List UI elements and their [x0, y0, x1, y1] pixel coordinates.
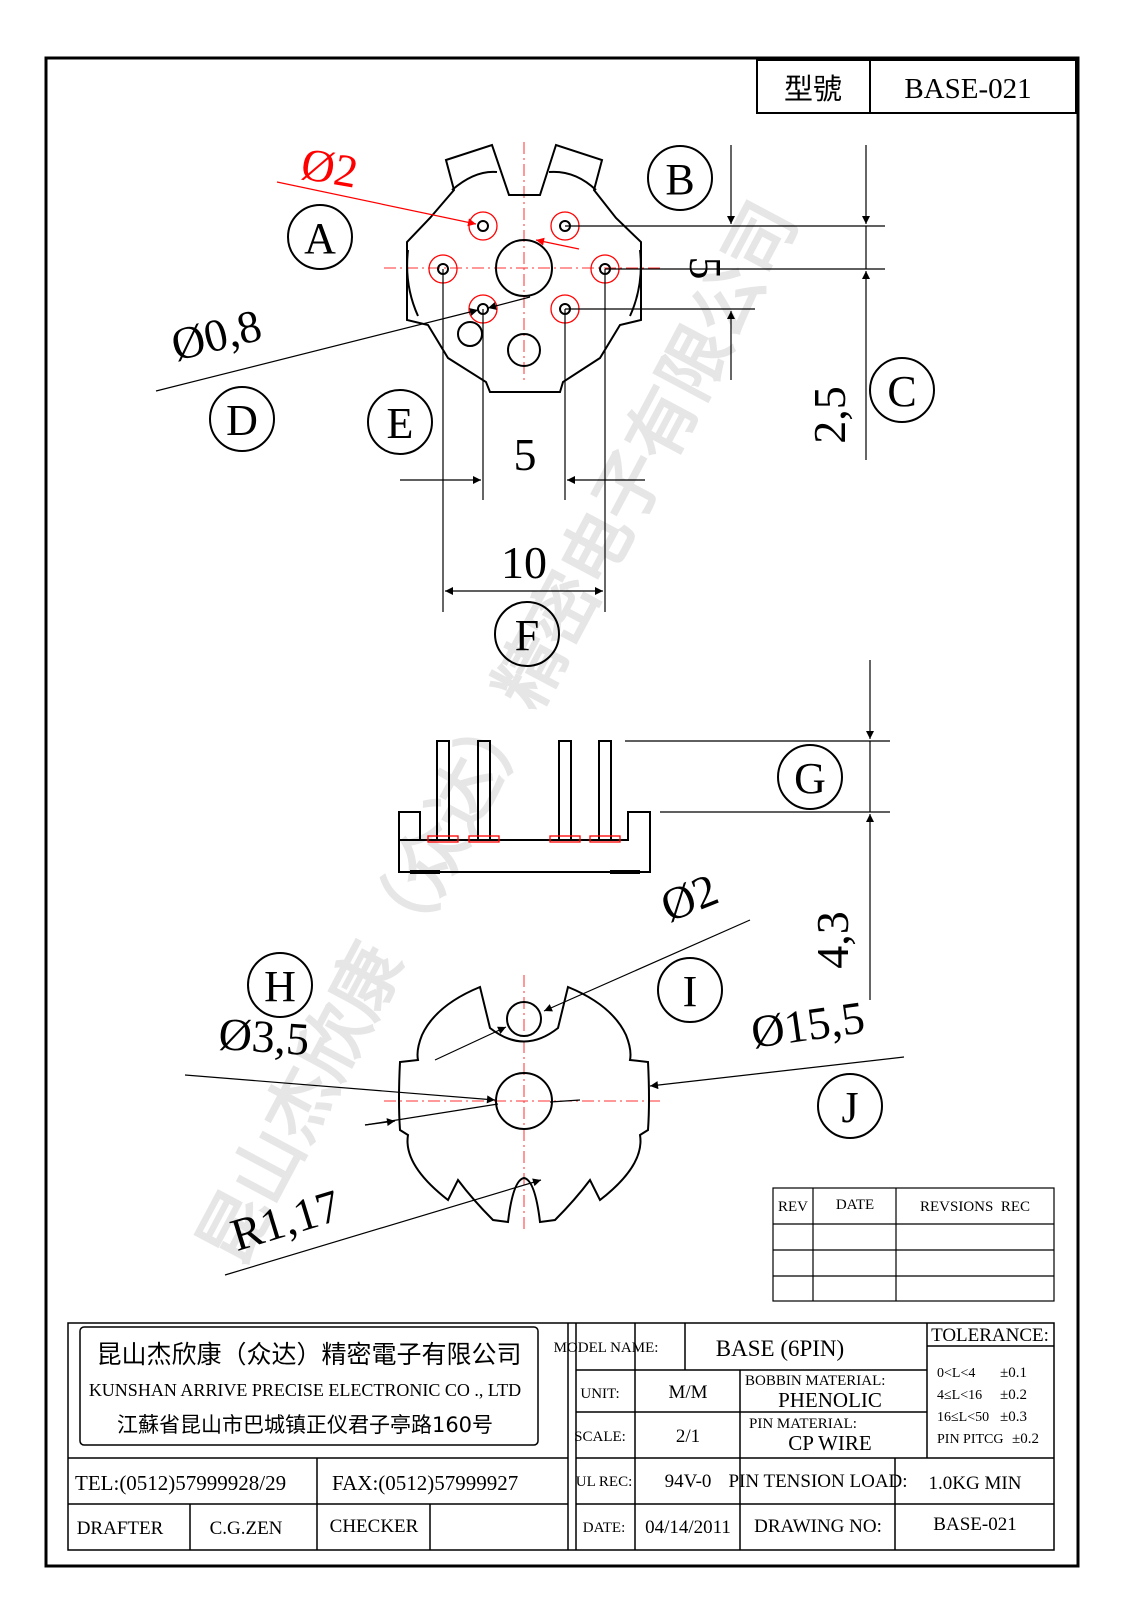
tol-4-value: ±0.2	[1012, 1431, 1039, 1447]
model-name-value: BASE (6PIN)	[716, 1336, 844, 1361]
drawing-no-label: DRAWING NO:	[754, 1516, 882, 1537]
title-block	[67, 1322, 1055, 1551]
dim-top-v25: 2,5	[804, 386, 855, 444]
revision-table	[772, 1187, 1055, 1302]
callout-c: C	[887, 367, 916, 416]
tol-4-range: PIN PITCG	[937, 1432, 1004, 1447]
scale-label: SCALE:	[574, 1429, 626, 1445]
tol-1-range: 0<L<4	[937, 1366, 975, 1381]
dim-top-v5: 5	[680, 257, 731, 280]
tol-3-value: ±0.3	[1000, 1409, 1027, 1425]
tension-label: PIN TENSION LOAD:	[728, 1471, 907, 1492]
header-box: 型號 BASE-021	[756, 59, 1077, 114]
date-value: 04/14/2011	[645, 1517, 731, 1538]
pin-material-value: CP WIRE	[788, 1431, 871, 1455]
header-model-value: BASE-021	[904, 73, 1031, 105]
dim-top-pin: Ø0,8	[166, 299, 266, 370]
drafter-value: C.G.ZEN	[210, 1518, 283, 1539]
dim-top-h10: 10	[501, 537, 547, 588]
tel: TEL:(0512)57999928/29	[75, 1471, 286, 1495]
dim-bottom-pin-hole: Ø2	[654, 863, 725, 931]
callout-g: G	[794, 754, 826, 803]
watermark: 昆山杰欣康（众达）精密电子有限公司	[183, 189, 814, 1278]
checker-label: CHECKER	[330, 1516, 419, 1537]
drawing-no-value: BASE-021	[933, 1514, 1016, 1535]
drafter-label: DRAFTER	[77, 1518, 164, 1539]
company-cn: 昆山杰欣康（众达）精密電子有限公司	[96, 1340, 521, 1369]
tol-2-value: ±0.2	[1000, 1387, 1027, 1403]
callout-g-circle	[777, 744, 843, 810]
callout-f: F	[515, 611, 539, 660]
bobbin-label: BOBBIN MATERIAL:	[745, 1373, 885, 1389]
dim-side-v43: 4,3	[807, 911, 858, 969]
unit-label: UNIT:	[580, 1386, 619, 1402]
side-view	[398, 660, 890, 1000]
dim-bottom-outer: Ø15,5	[748, 991, 868, 1057]
dim-top-pin-hole: Ø2	[298, 138, 362, 198]
watermark-text: 昆山杰欣康（众达）精密电子有限公司	[183, 189, 814, 1278]
ul-label: UL REC:	[576, 1474, 633, 1490]
callouts-bottom: H I J	[247, 952, 883, 1139]
tension-value: 1.0KG MIN	[929, 1473, 1022, 1494]
company-address: 江蘇省昆山市巴城镇正仪君子亭路160号	[117, 1413, 493, 1437]
bottom-view	[184, 919, 905, 1276]
unit-value: M/M	[668, 1382, 707, 1403]
callout-a: A	[304, 214, 336, 263]
sheet-border	[44, 56, 1080, 1568]
ul-value: 94V-0	[665, 1471, 712, 1492]
tol-1-value: ±0.1	[1000, 1365, 1027, 1381]
date-header: DATE	[836, 1197, 874, 1213]
fax: FAX:(0512)57999927	[332, 1471, 518, 1495]
callout-e: E	[387, 399, 414, 448]
top-body-outline	[406, 143, 642, 393]
date-label: DATE:	[583, 1520, 626, 1536]
scale-value: 2/1	[676, 1426, 700, 1447]
side-body	[398, 811, 651, 873]
callout-j: J	[841, 1083, 858, 1132]
header-model-label: 型號	[784, 72, 842, 106]
pin-material-label: PIN MATERIAL:	[749, 1416, 857, 1432]
tolerance-title: TOLERANCE:	[931, 1325, 1049, 1346]
rev-header: REV	[778, 1199, 808, 1215]
bottom-body-outline	[398, 985, 650, 1224]
callout-b: B	[665, 155, 694, 204]
top-view	[155, 142, 885, 612]
company-en: KUNSHAN ARRIVE PRECISE ELECTRONIC CO ., …	[89, 1380, 521, 1400]
revsions-header: REVSIONS REC	[920, 1199, 1030, 1215]
dim-bottom-center-hole: Ø3,5	[217, 1008, 311, 1065]
callout-h: H	[264, 962, 296, 1011]
dim-top-h5: 5	[514, 429, 537, 480]
tol-3-range: 16≤L<50	[937, 1410, 989, 1425]
callouts-top: A B C D E F	[209, 145, 935, 667]
model-name-label: MODEL NAME:	[554, 1340, 659, 1356]
callout-d: D	[226, 396, 258, 445]
tol-2-range: 4≤L<16	[937, 1388, 982, 1403]
bobbin-value: PHENOLIC	[778, 1388, 882, 1412]
callout-i: I	[683, 967, 698, 1016]
